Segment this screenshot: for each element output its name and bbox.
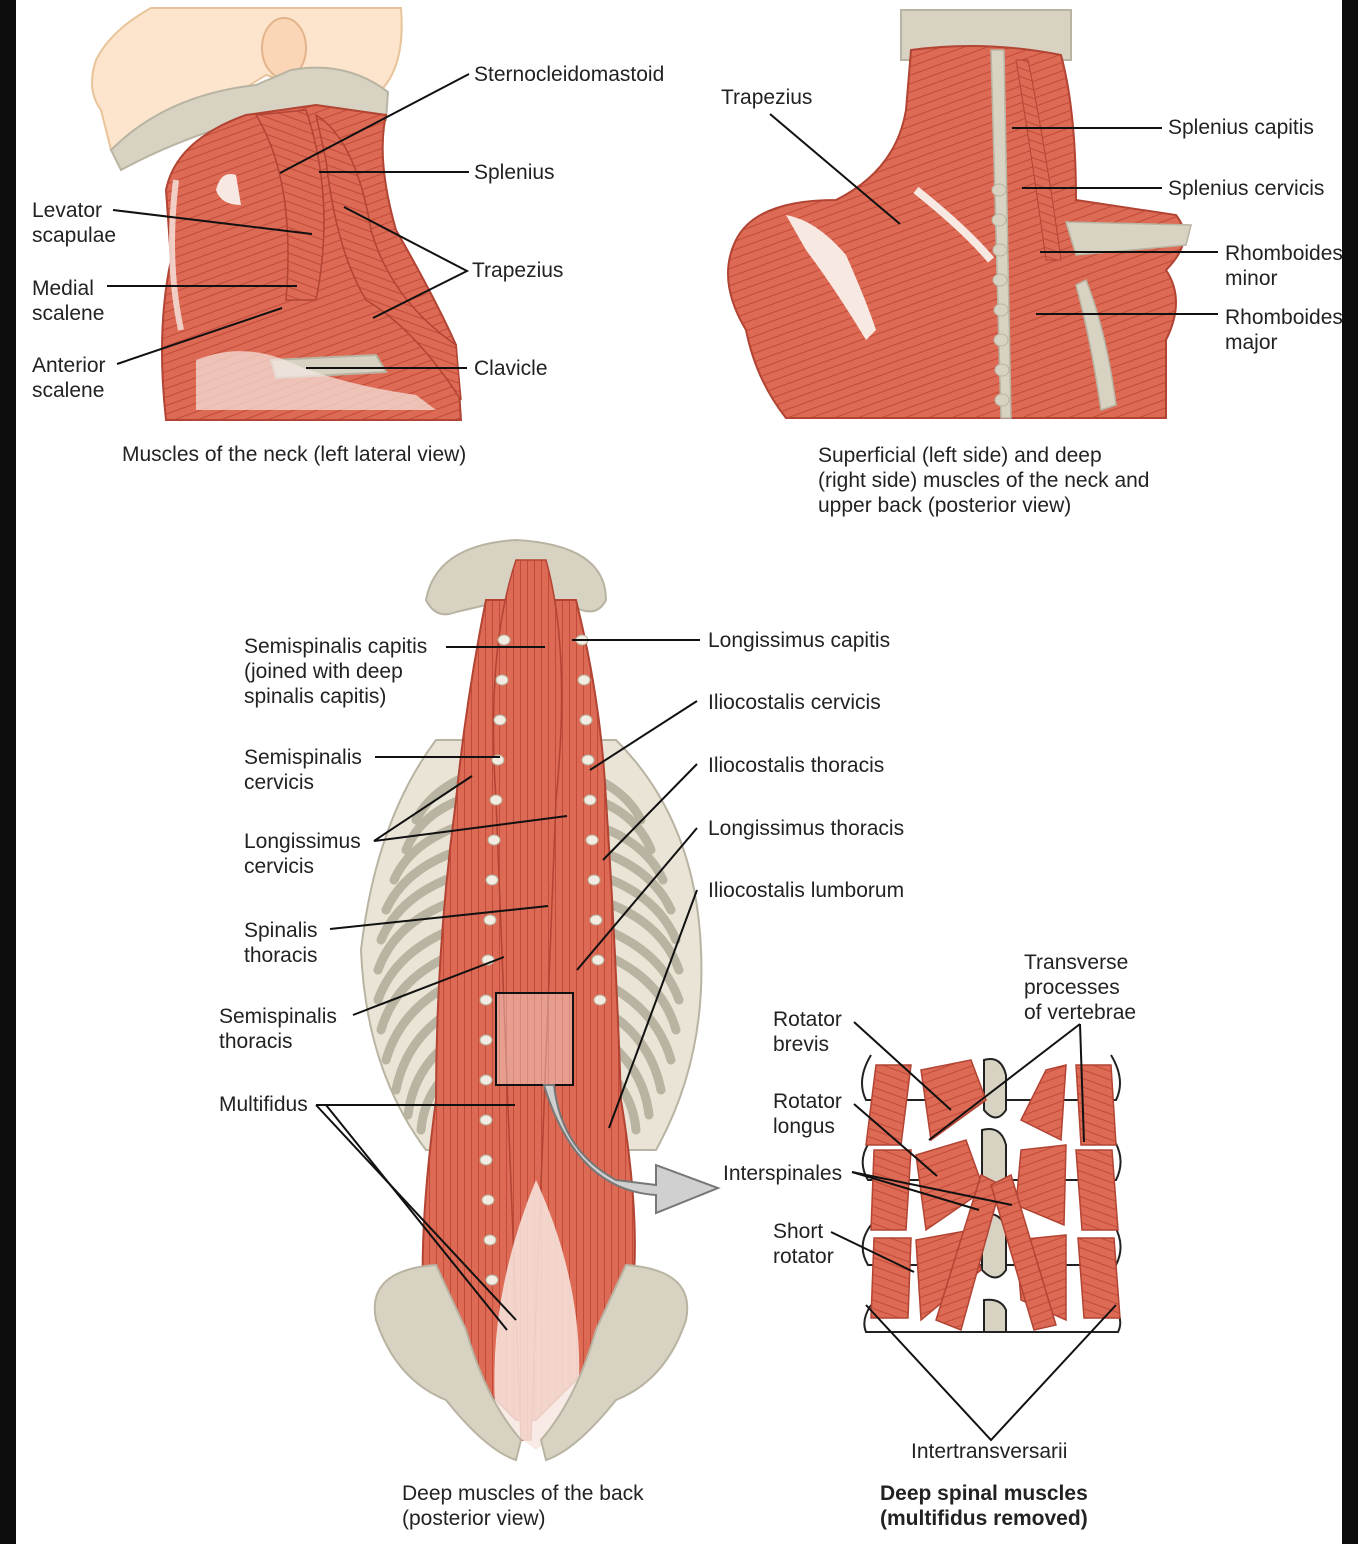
label-interspinales: Interspinales xyxy=(723,1162,843,1185)
deep-back-illustration xyxy=(359,538,721,1462)
label-longissimus-cervicis: Longissimus cervicis xyxy=(244,830,361,878)
label-semispinalis-capitis: Semispinalis capitis (joined with deep s… xyxy=(244,635,428,708)
caption-spinal: Deep spinal muscles (multifidus removed) xyxy=(880,1482,1088,1530)
leader-lines xyxy=(107,73,1218,1442)
label-longissimus-thoracis: Longissimus thoracis xyxy=(708,817,905,840)
label-splenius-capitis: Splenius capitis xyxy=(1168,116,1314,139)
anatomy-illustration xyxy=(91,7,1218,1462)
label-iliocostalis-cervicis: Iliocostalis cervicis xyxy=(708,691,881,714)
label-trapezius-back: Trapezius xyxy=(721,86,813,109)
label-spinalis-thoracis: Spinalis thoracis xyxy=(244,919,318,967)
label-semispinalis-cervicis: Semispinalis cervicis xyxy=(244,746,362,794)
label-rhomboides-minor: Rhomboides minor xyxy=(1225,242,1342,290)
label-medial-scalene: Medial scalene xyxy=(32,277,105,325)
label-splenius: Splenius xyxy=(474,161,555,184)
label-short-rotator: Short rotator xyxy=(773,1220,834,1268)
label-intertransversarii: Intertransversarii xyxy=(911,1440,1068,1463)
label-anterior-scalene: Anterior scalene xyxy=(32,354,106,402)
label-iliocostalis-lumborum: Iliocostalis lumborum xyxy=(708,879,905,902)
caption-deep-back: Deep muscles of the back (posterior view… xyxy=(402,1482,644,1530)
zoom-arrow xyxy=(542,1084,721,1215)
caption-upper-back: Superficial (left side) and deep (right … xyxy=(818,444,1150,517)
label-transverse-processes: Transverse processes of vertebrae xyxy=(1024,951,1137,1024)
label-splenius-cervicis: Splenius cervicis xyxy=(1168,177,1325,200)
zoom-box xyxy=(495,992,574,1086)
label-semispinalis-thoracis: Semispinalis thoracis xyxy=(219,1005,337,1053)
label-rotator-brevis: Rotator brevis xyxy=(773,1008,842,1056)
caption-neck: Muscles of the neck (left lateral view) xyxy=(122,443,467,466)
label-levator-scapulae: Levator scapulae xyxy=(32,199,117,247)
label-rhomboides-major: Rhomboides major xyxy=(1225,306,1342,354)
label-multifidus: Multifidus xyxy=(219,1093,308,1116)
label-rotator-longus: Rotator longus xyxy=(773,1090,842,1138)
label-iliocostalis-thoracis: Iliocostalis thoracis xyxy=(708,754,885,777)
figure-panel: Sternocleidomastoid Splenius Trapezius C… xyxy=(16,0,1342,1544)
upper-back-illustration xyxy=(727,9,1192,419)
label-longissimus-capitis: Longissimus capitis xyxy=(708,629,891,652)
label-sternocleidomastoid: Sternocleidomastoid xyxy=(474,63,665,86)
neck-illustration xyxy=(91,7,463,421)
label-clavicle: Clavicle xyxy=(474,357,548,380)
label-trapezius-neck: Trapezius xyxy=(472,259,564,282)
